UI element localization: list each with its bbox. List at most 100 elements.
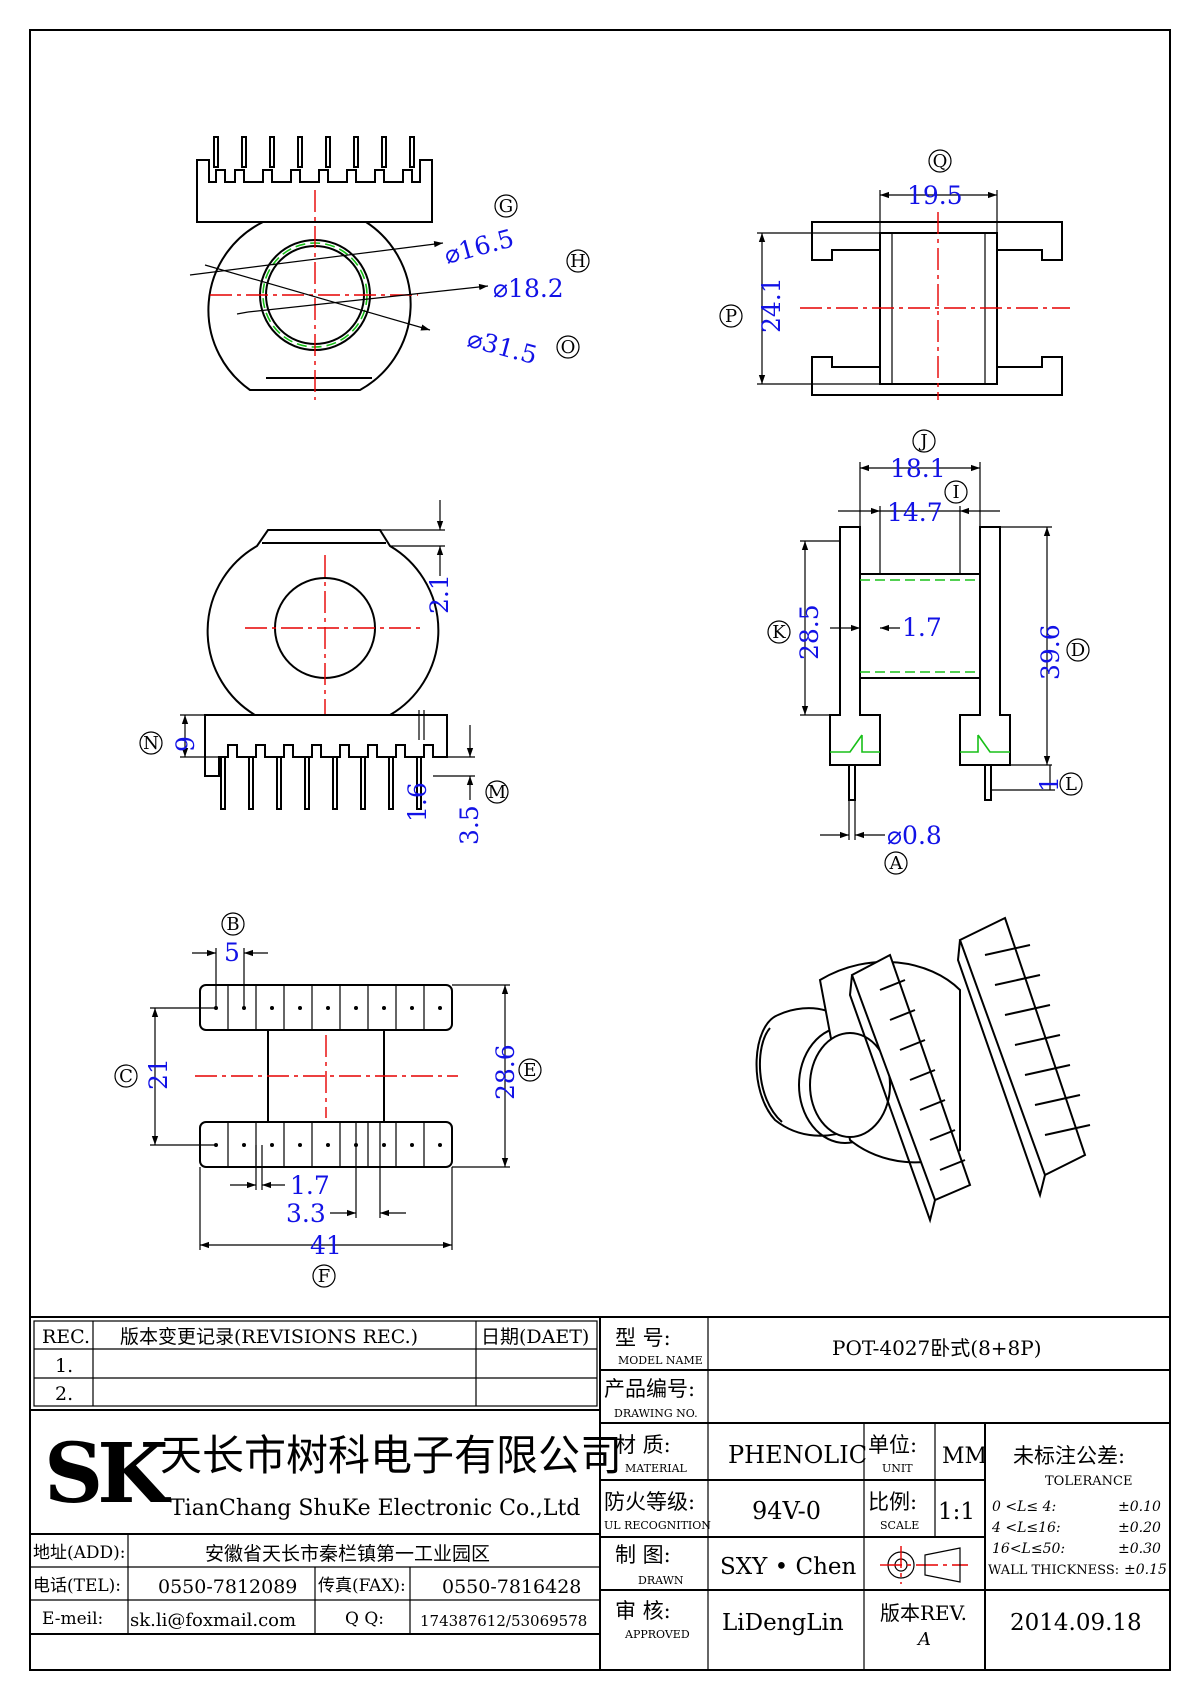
svg-text:E-meil:: E-meil:: [42, 1609, 103, 1629]
bottom-pins: [220, 756, 422, 810]
section-view: [800, 462, 1055, 840]
svg-text:0550-7812089: 0550-7812089: [158, 1576, 297, 1598]
dim-d315: ⌀31.5: [464, 324, 540, 370]
svg-text:POT-4027卧式(8+8P): POT-4027卧式(8+8P): [832, 1336, 1042, 1360]
svg-text:Q: Q: [933, 151, 948, 172]
dim-i: 14.7: [887, 498, 943, 527]
svg-text:传真(FAX):: 传真(FAX):: [318, 1576, 406, 1596]
svg-text:材 质:: 材 质:: [615, 1433, 671, 1457]
svg-text:N: N: [143, 733, 159, 754]
svg-text:F: F: [318, 1266, 331, 1287]
svg-text:REC.: REC.: [42, 1326, 90, 1348]
svg-text:MM: MM: [942, 1444, 987, 1469]
side-view: [757, 190, 1070, 400]
svg-text:B: B: [226, 914, 239, 935]
svg-text:制 图:: 制 图:: [615, 1543, 671, 1567]
svg-text:PHENOLIC: PHENOLIC: [728, 1441, 867, 1469]
svg-text:±0.20: ±0.20: [1118, 1520, 1161, 1536]
dim-q: 19.5: [907, 181, 963, 210]
svg-text:O: O: [561, 337, 576, 358]
svg-text:16<L≤50:: 16<L≤50:: [992, 1541, 1065, 1557]
title-block-text: REC. 版本变更记录(REVISIONS REC.) 日期(DAET) 1. …: [33, 1326, 1167, 1650]
svg-text:UL RECOGNITION: UL RECOGNITION: [604, 1519, 711, 1532]
svg-text:J: J: [918, 431, 927, 452]
svg-text:MODEL NAME: MODEL NAME: [618, 1354, 703, 1367]
dim-b: 5: [224, 938, 240, 967]
svg-text:L: L: [1065, 774, 1077, 795]
dim-d182: ⌀18.2: [493, 274, 564, 303]
svg-text:G: G: [499, 196, 513, 217]
svg-text:K: K: [772, 622, 786, 643]
svg-text:安徽省天长市秦栏镇第一工业园区: 安徽省天长市秦栏镇第一工业园区: [205, 1543, 490, 1565]
svg-text:未标注公差:: 未标注公差:: [1013, 1444, 1125, 1468]
svg-text:APPROVED: APPROVED: [624, 1628, 690, 1641]
dim-c: 21: [144, 1058, 173, 1090]
svg-text:日期(DAET): 日期(DAET): [481, 1326, 589, 1348]
svg-text:±0.15: ±0.15: [1124, 1562, 1167, 1578]
svg-text:DRAWN: DRAWN: [638, 1574, 684, 1587]
svg-text:MATERIAL: MATERIAL: [625, 1462, 688, 1475]
front-view: [189, 136, 489, 400]
svg-text:C: C: [119, 1066, 133, 1087]
svg-text:型 号:: 型 号:: [615, 1326, 671, 1350]
svg-text:电话(TEL):: 电话(TEL):: [33, 1576, 121, 1596]
svg-text:版本变更记录(REVISIONS REC.): 版本变更记录(REVISIONS REC.): [120, 1326, 418, 1348]
svg-text:H: H: [570, 251, 586, 272]
svg-text:D: D: [1071, 640, 1085, 661]
svg-text:1:1: 1:1: [938, 1499, 975, 1525]
svg-text:A: A: [889, 853, 904, 874]
dim-d: 39.6: [1036, 624, 1065, 680]
svg-text:sk.li@foxmail.com: sk.li@foxmail.com: [130, 1610, 296, 1631]
top-pins: [213, 136, 415, 168]
svg-text:TOLERANCE: TOLERANCE: [1045, 1474, 1132, 1489]
dim-m2: 3.5: [455, 805, 484, 845]
dim-f: 41: [310, 1231, 342, 1260]
svg-text:版本REV.: 版本REV.: [880, 1601, 967, 1625]
svg-text:DRAWING NO.: DRAWING NO.: [614, 1407, 698, 1420]
svg-text:E: E: [523, 1060, 536, 1081]
dim-d165: ⌀16.5: [441, 223, 517, 269]
svg-text:1.: 1.: [55, 1355, 73, 1377]
dim-g1: 1.7: [290, 1171, 330, 1200]
svg-text:4 <L≤16:: 4 <L≤16:: [991, 1520, 1061, 1536]
dim-core: 1.7: [902, 613, 942, 642]
logo: SK: [44, 1426, 171, 1522]
svg-text:I: I: [952, 482, 959, 503]
callouts: G H O Q P J I K D L A N M B C E F: [114, 149, 1090, 1288]
svg-text:2014.09.18: 2014.09.18: [1010, 1610, 1142, 1636]
svg-text:M: M: [488, 782, 506, 803]
dim-j: 18.1: [890, 454, 946, 483]
svg-text:0550-7816428: 0550-7816428: [442, 1576, 581, 1598]
pin-slots: [214, 985, 442, 1167]
svg-text:Q Q:: Q Q:: [345, 1609, 384, 1629]
dim-a: ⌀0.8: [887, 821, 942, 850]
dim-fr-top: 2.1: [425, 574, 454, 614]
svg-text:地址(ADD):: 地址(ADD):: [33, 1543, 126, 1563]
svg-text:P: P: [725, 306, 737, 327]
dim-k: 28.5: [795, 604, 824, 660]
svg-text:A: A: [916, 1629, 931, 1650]
svg-text:±0.10: ±0.10: [1118, 1499, 1161, 1515]
svg-text:SXY • Chen: SXY • Chen: [720, 1554, 857, 1580]
dim-l: 1: [1035, 776, 1064, 792]
svg-text:94V-0: 94V-0: [752, 1497, 821, 1525]
dim-m1: 1.6: [403, 782, 432, 822]
svg-text:审 核:: 审 核:: [615, 1599, 671, 1623]
dim-e: 28.6: [491, 1044, 520, 1100]
svg-text:产品编号:: 产品编号:: [604, 1377, 695, 1401]
dim-g2: 3.3: [286, 1199, 326, 1228]
isometric-view: [755, 916, 1091, 1224]
title-block: SK: [30, 1316, 1170, 1670]
dim-n: 9: [171, 736, 200, 752]
svg-text:0 <L≤ 4:: 0 <L≤ 4:: [992, 1499, 1056, 1515]
svg-text:WALL THICKNESS:: WALL THICKNESS:: [988, 1563, 1119, 1578]
svg-text:UNIT: UNIT: [882, 1462, 913, 1475]
svg-text:TianChang ShuKe Electronic Co.: TianChang ShuKe Electronic Co.,Ltd: [170, 1496, 580, 1521]
svg-text:防火等级:: 防火等级:: [604, 1490, 695, 1514]
svg-text:天长市树科电子有限公司: 天长市树科电子有限公司: [160, 1431, 622, 1480]
svg-text:2.: 2.: [55, 1383, 73, 1405]
bottom-view: [150, 948, 510, 1250]
svg-text:比例:: 比例:: [868, 1490, 917, 1514]
svg-text:LiDengLin: LiDengLin: [722, 1610, 844, 1636]
